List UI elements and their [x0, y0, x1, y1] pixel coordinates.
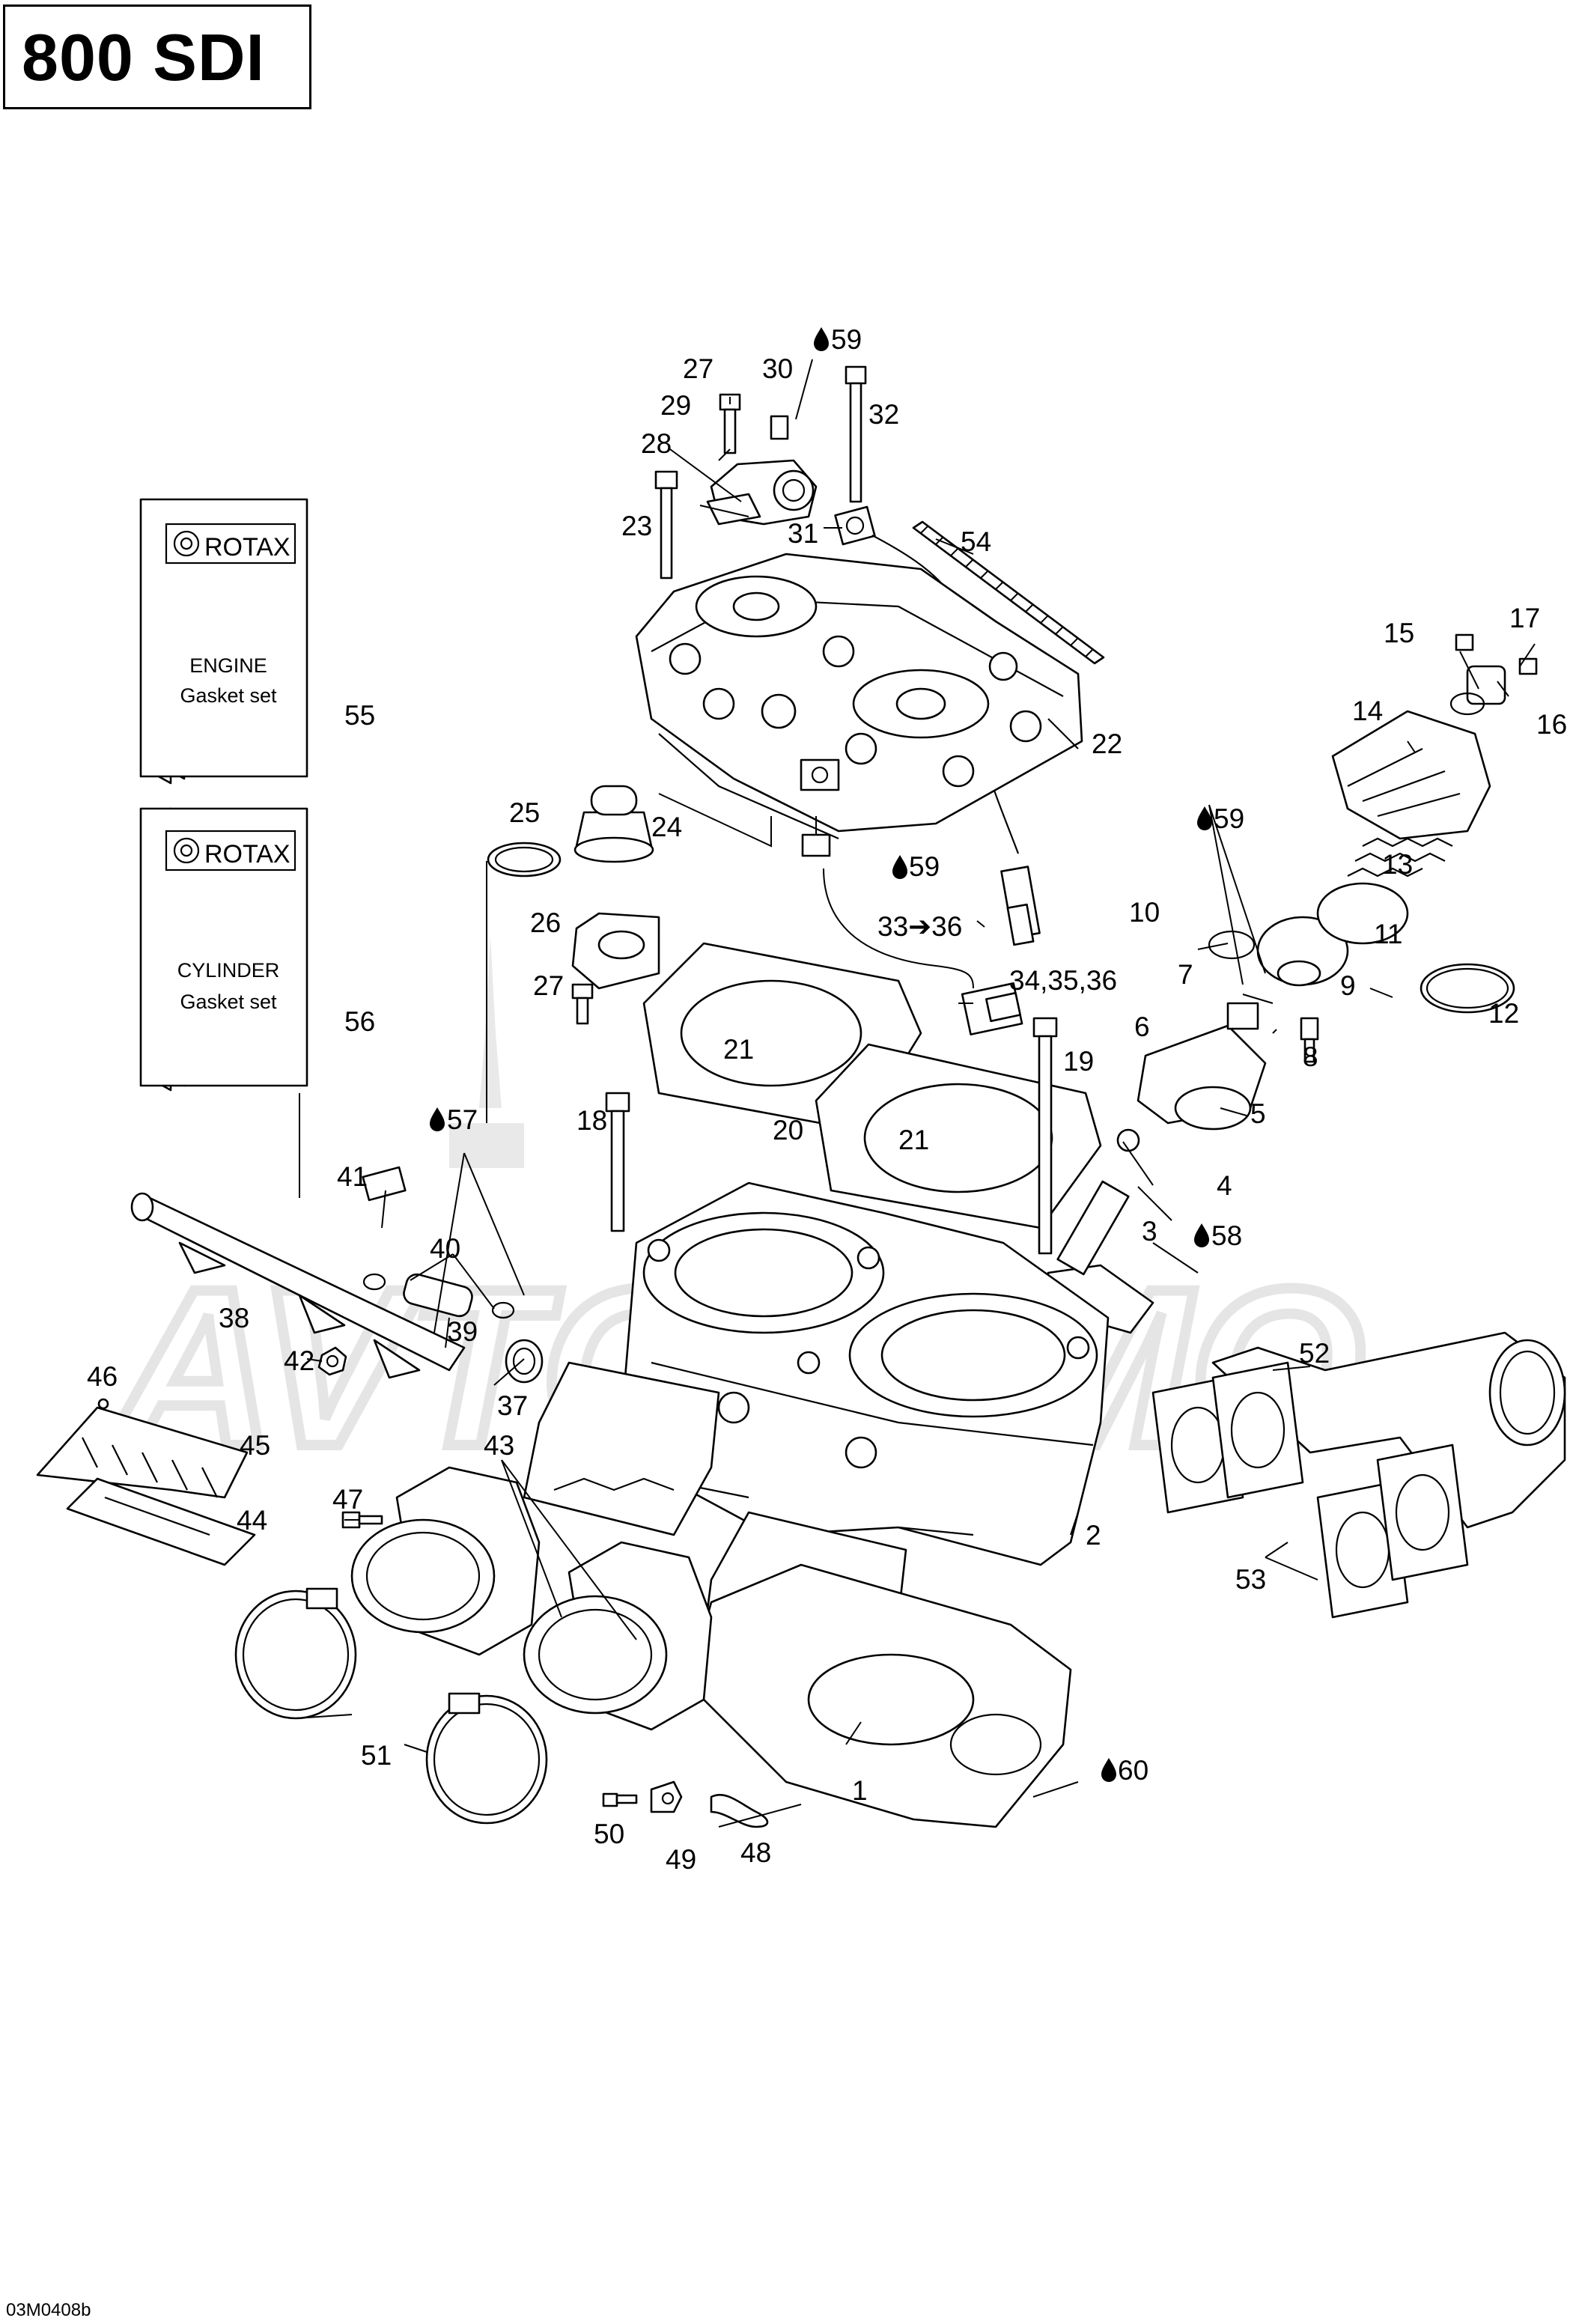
- callout: 38: [219, 1303, 249, 1333]
- bracket-hardware: [602, 1780, 769, 1828]
- callout: 39: [447, 1316, 478, 1347]
- booklet-subtitle: Gasket set: [180, 991, 277, 1013]
- callout: 7: [1178, 959, 1193, 990]
- cylinder-block: [620, 1181, 1110, 1566]
- title-box: 800 SDI: [3, 4, 311, 109]
- callout: 1: [852, 1775, 868, 1806]
- callout-lubricant: 57: [447, 1104, 478, 1135]
- long-studs: [605, 1017, 1058, 1255]
- callout: 43: [484, 1430, 514, 1461]
- callout: 20: [773, 1115, 803, 1146]
- callout: 5: [1250, 1098, 1266, 1129]
- callout-lubricant: 58: [1211, 1220, 1242, 1251]
- callout: 27: [533, 970, 564, 1001]
- lubricant-icon: [1101, 1758, 1116, 1782]
- callout: 2: [1086, 1520, 1101, 1551]
- cylinder-head: [635, 553, 1083, 840]
- callout: 49: [666, 1844, 696, 1875]
- callout-lubricant: 59: [1214, 803, 1244, 834]
- callout-lubricant: 60: [1118, 1755, 1148, 1786]
- callout: 27: [683, 353, 714, 384]
- lubricant-icon: [892, 855, 907, 879]
- lubricant-icon: [430, 1107, 445, 1131]
- booklet-title: ENGINE: [189, 654, 267, 677]
- callout: 28: [641, 428, 672, 459]
- callout: 8: [1303, 1041, 1318, 1072]
- callout: 17: [1509, 603, 1540, 633]
- base-gasket: [687, 1563, 1072, 1828]
- callout: 37: [497, 1390, 528, 1421]
- callout: 14: [1352, 696, 1383, 726]
- callout: 30: [762, 353, 793, 384]
- reed-petals: [36, 1398, 256, 1566]
- callout: 55: [344, 700, 375, 731]
- exhaust-manifold: [1151, 1331, 1566, 1619]
- callout: 47: [332, 1484, 363, 1515]
- callout: 46: [87, 1361, 118, 1392]
- callout: 42: [284, 1345, 314, 1376]
- callout: 24: [651, 812, 682, 842]
- callout: 16: [1536, 709, 1567, 740]
- intake-clamps: [234, 1587, 548, 1825]
- callout-lubricant: 59: [831, 324, 862, 355]
- lubricant-icon: [814, 327, 829, 351]
- callout: 48: [740, 1837, 771, 1868]
- callout: 54: [961, 526, 991, 557]
- callout: 9: [1340, 970, 1356, 1001]
- page-title: 800 SDI: [22, 20, 265, 94]
- booklet-title: CYLINDER: [177, 959, 280, 982]
- head-gaskets: [642, 942, 1102, 1229]
- callout: 45: [240, 1430, 270, 1461]
- callout: 33➔36: [877, 911, 962, 942]
- callout: 18: [576, 1105, 607, 1136]
- callout: 26: [530, 907, 561, 938]
- fuel-rail-assembly: [130, 1166, 544, 1384]
- intake-adaptors: [341, 1466, 713, 1731]
- callout: 11: [1374, 919, 1402, 949]
- callout: 22: [1092, 728, 1122, 759]
- rave-valve-assembly: [1047, 633, 1538, 1334]
- callout: 4: [1217, 1170, 1232, 1201]
- callout: 21: [723, 1034, 754, 1065]
- callout: 32: [868, 399, 899, 430]
- callout: 56: [344, 1006, 375, 1037]
- engine-gasket-set-booklet: ROTAX ENGINE Gasket set: [139, 498, 308, 785]
- cylinder-gasket-set-booklet: ROTAX CYLINDER Gasket set: [139, 807, 308, 1092]
- figure-code: 03M0408b: [6, 2300, 91, 2320]
- callout: 23: [621, 511, 652, 541]
- callout: 21: [898, 1125, 929, 1155]
- lubricant-icon: [1194, 1223, 1209, 1247]
- callout: 44: [237, 1505, 267, 1536]
- callout: 12: [1488, 998, 1519, 1029]
- booklet-brand: ROTAX: [204, 840, 290, 869]
- callout: 10: [1129, 897, 1160, 928]
- callout: 34,35,36: [1009, 965, 1117, 996]
- booklet-subtitle: Gasket set: [180, 684, 277, 707]
- callout: 25: [509, 797, 540, 828]
- callout: 40: [430, 1233, 460, 1264]
- temperature-sensor: [801, 816, 1023, 1035]
- callout: 51: [361, 1740, 392, 1771]
- leader-lines: [295, 359, 1536, 1828]
- booklet-brand: ROTAX: [204, 533, 290, 562]
- callout-labels: 59 27 30 29 32 28 23 31 54 15 17 16 55 1…: [87, 324, 1567, 1875]
- callout: 19: [1063, 1046, 1094, 1077]
- callout: 31: [788, 518, 818, 549]
- callout: 29: [660, 390, 691, 421]
- callout: 15: [1384, 618, 1414, 648]
- callout: 3: [1142, 1216, 1157, 1247]
- callout: 50: [594, 1819, 624, 1849]
- callout: 6: [1134, 1012, 1150, 1042]
- callout: 53: [1235, 1564, 1266, 1595]
- callout: 41: [337, 1161, 368, 1192]
- callout-lubricant: 59: [909, 851, 940, 882]
- callout: 13: [1382, 849, 1413, 880]
- thermostat-assembly: [487, 785, 660, 1025]
- callout: 52: [1299, 1338, 1330, 1369]
